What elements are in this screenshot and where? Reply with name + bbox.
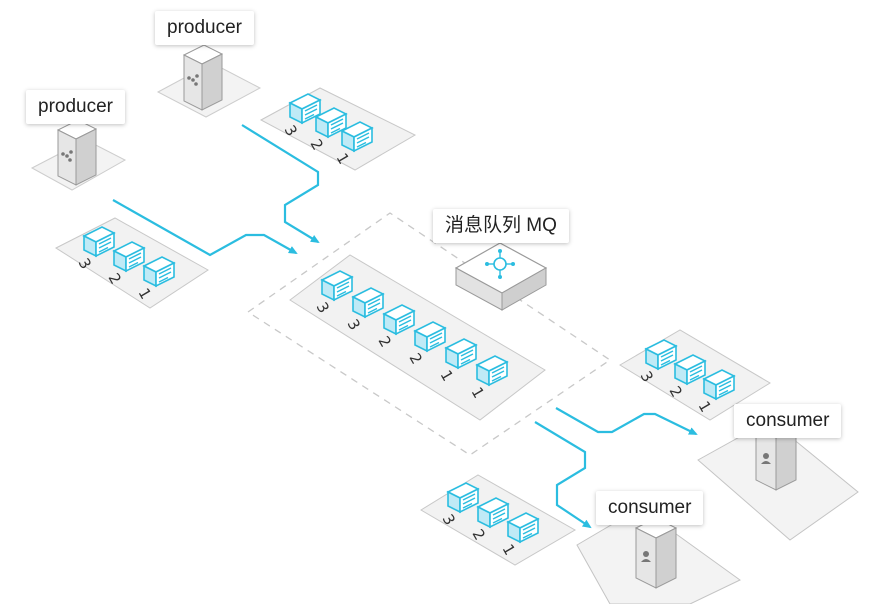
producer-top-label: producer [155,11,254,45]
arrow-producer-top-to-queue [241,124,320,244]
network-hub-icon [485,249,515,279]
producer-left [30,119,127,191]
arrow-producer-left-to-queue [112,199,298,257]
producer-left-label: producer [26,90,125,124]
consumer-right-label: consumer [734,404,842,438]
consumer-bottom-label: consumer [596,491,704,525]
user-icon [641,551,651,562]
producer-top [156,44,262,118]
arrow-queue-to-consumer-bottom [534,421,592,529]
user-icon [761,453,771,464]
fan-icon [187,74,199,86]
arrow-queue-to-consumer-right [555,407,698,435]
queue-region-outline [246,212,612,456]
mq-box [454,242,548,311]
fan-icon [61,150,73,162]
queue-label: 消息队列 MQ [433,209,569,243]
consumer-bottom [576,507,741,604]
